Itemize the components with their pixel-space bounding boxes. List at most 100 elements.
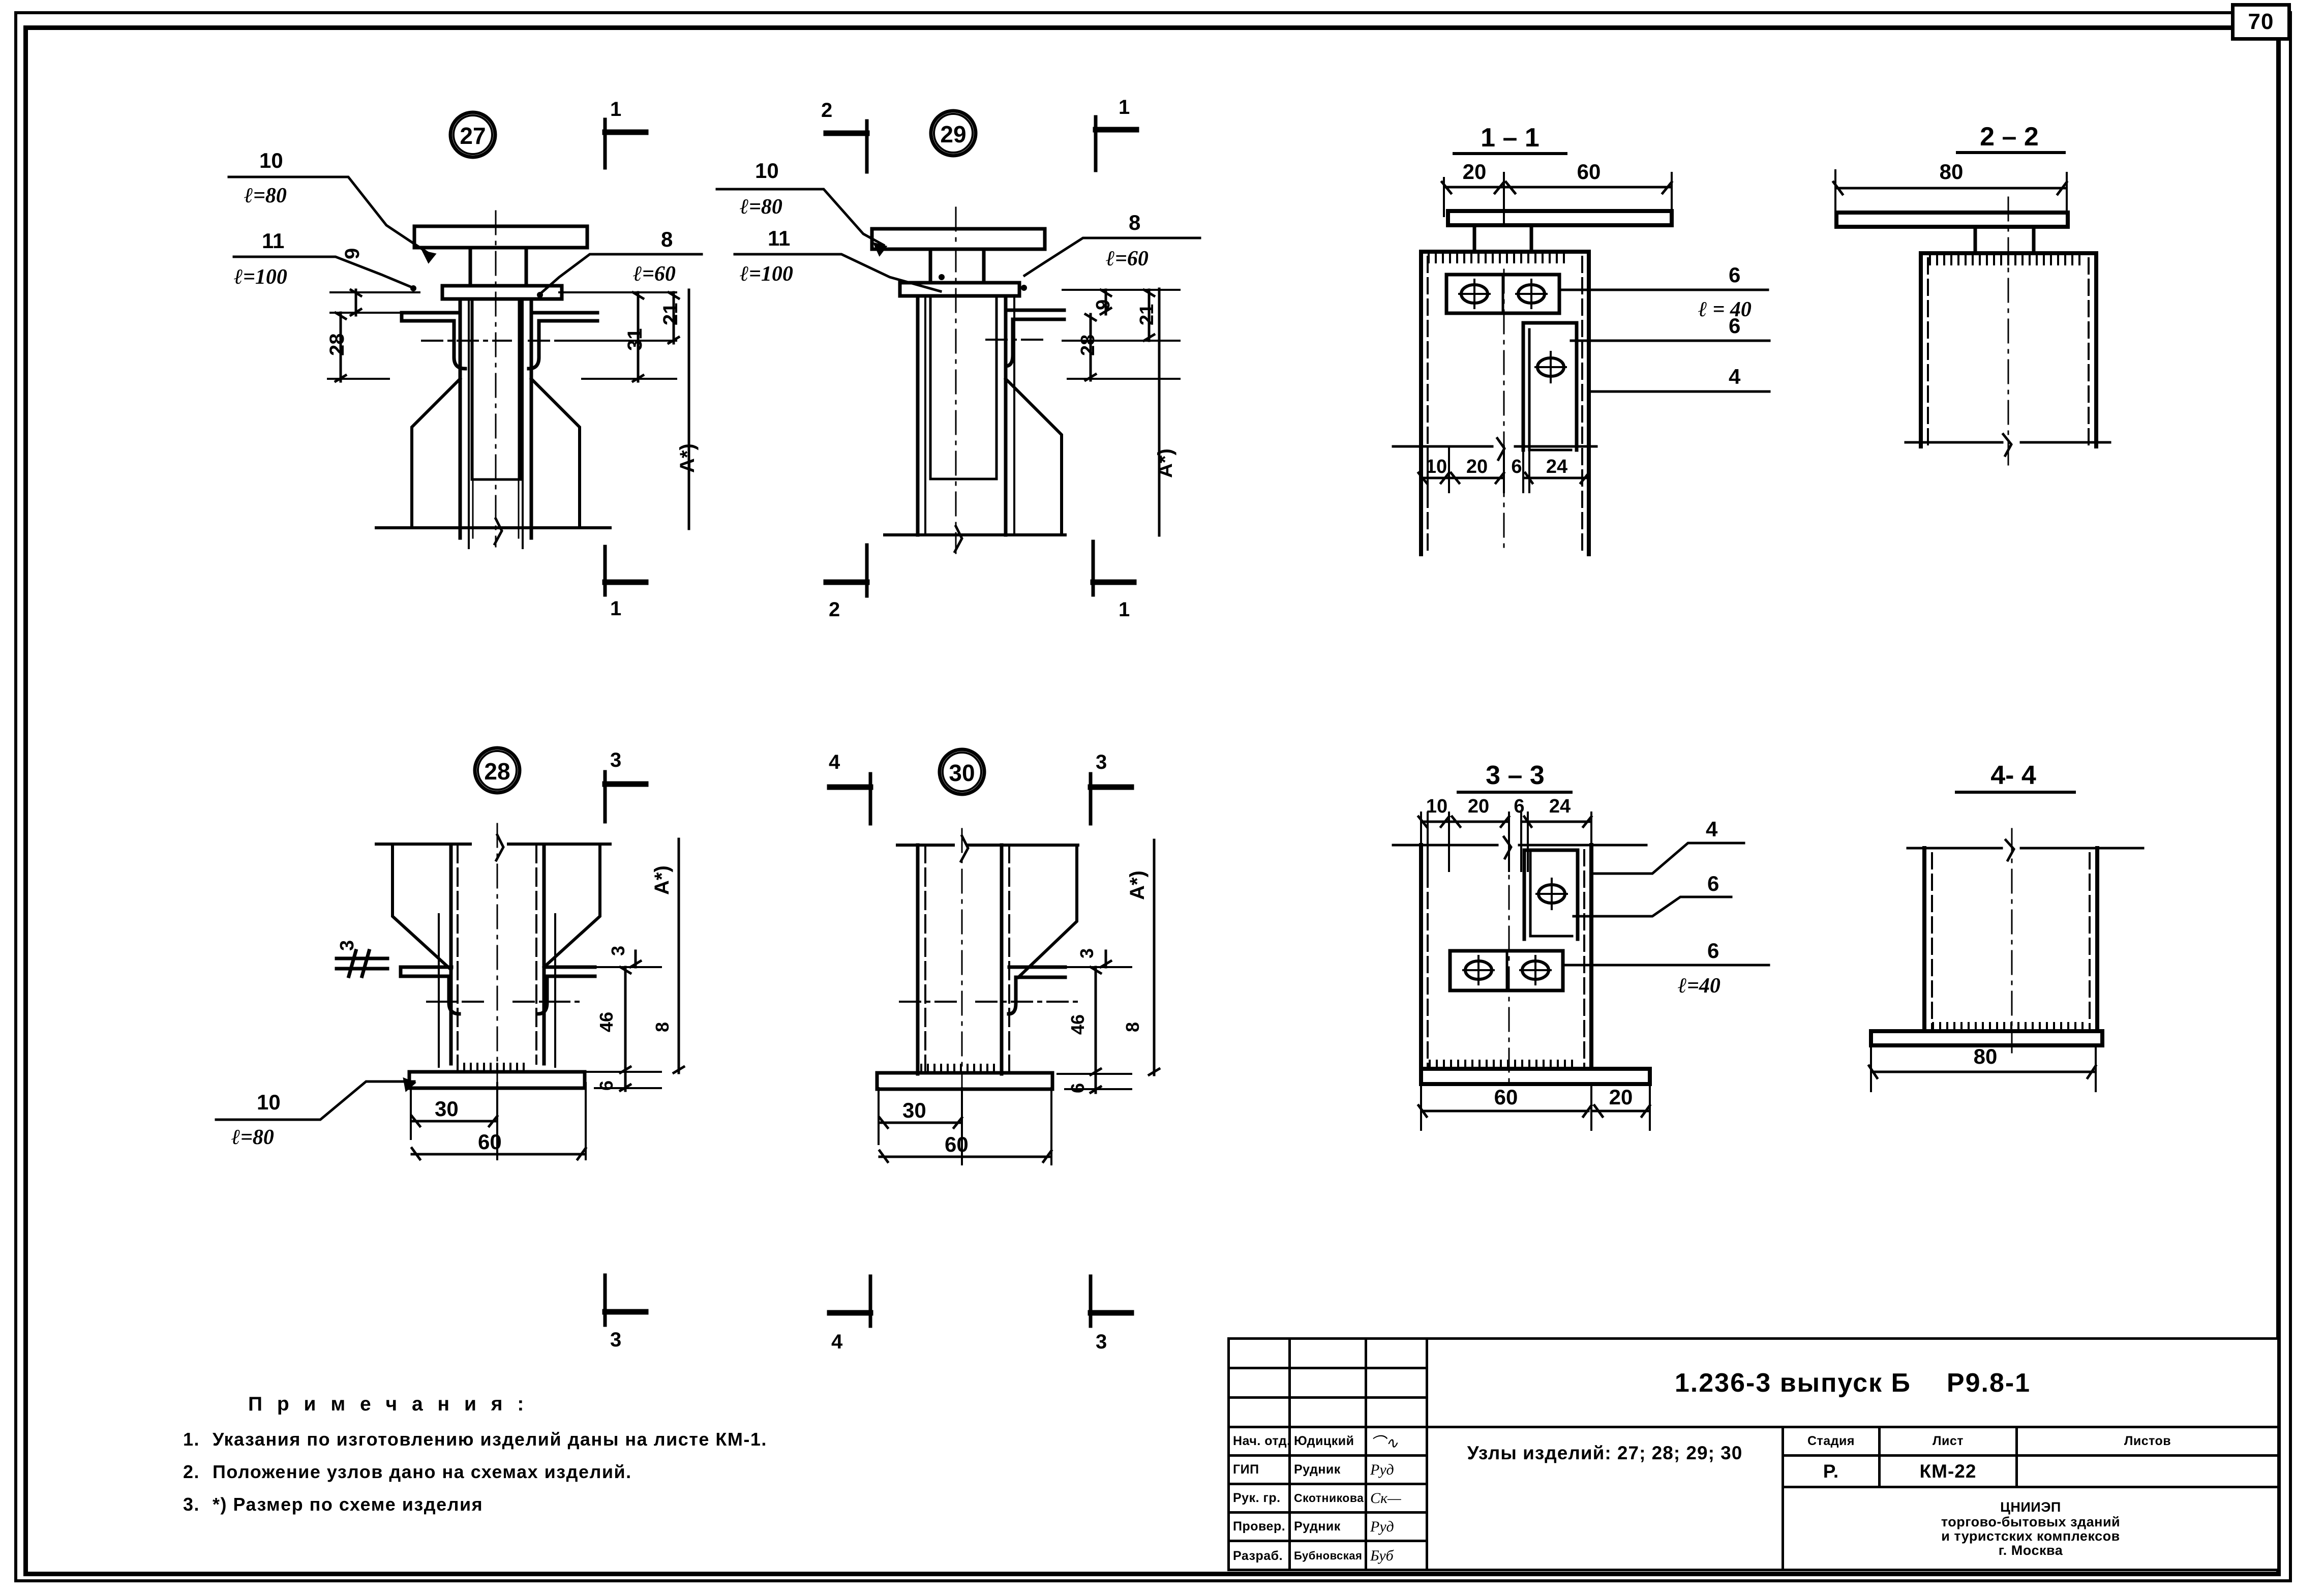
detail-node-29: 29 2 1 2 1 10 ℓ=80 11 ℓ=100 8 ℓ=60 9 28 … — [712, 96, 1230, 737]
detail-29-dim-9: 9 — [1093, 299, 1114, 310]
revision-cell — [1367, 1369, 1428, 1399]
detail-29-leader-len-11: ℓ=100 — [740, 262, 793, 286]
detail-28-tag: 28 — [484, 758, 510, 785]
name-cell: Рудник — [1291, 1514, 1367, 1542]
section-3-3-leader-part-4: 4 — [1706, 817, 1718, 841]
section-2-2-dim-80: 80 — [1940, 160, 1964, 184]
detail-28-dim-A: A*) — [651, 865, 673, 895]
detail-29-section-mark-top-right: 1 — [1119, 96, 1130, 118]
detail-node-28: 28 3 3 10 ℓ=80 3 3 46 6 8 A*) 30 60 — [203, 727, 722, 1388]
inner-border — [23, 25, 2281, 1576]
drawing-code: 1.236-3 выпуск Б — [1674, 1368, 1911, 1398]
section-3-3-title: 3 – 3 — [1486, 761, 1545, 790]
detail-27-leader-len-10: ℓ=80 — [244, 184, 287, 207]
section-3-3-dim-60: 60 — [1494, 1085, 1518, 1109]
detail-29-dim-A: A*) — [1154, 448, 1176, 478]
name-cell: Юдицкий — [1291, 1428, 1367, 1457]
organization-short: ЦНИИЭП — [2000, 1499, 2061, 1515]
detail-27-leader-len-8: ℓ=60 — [633, 262, 676, 286]
sheets-value-cell — [2018, 1457, 2277, 1488]
detail-30-width-full: 60 — [945, 1132, 969, 1156]
section-4-4: 4- 4 80 — [1790, 753, 2196, 1312]
section-3-3-leader-len-6b: ℓ=40 — [1678, 974, 1721, 998]
section-3-3-dim-20b: 20 — [1609, 1085, 1633, 1109]
section-1-1-dim-b-20: 20 — [1466, 456, 1488, 477]
sheet-value: КМ-22 — [1919, 1460, 1977, 1482]
section-4-4-title: 4- 4 — [1990, 761, 2036, 790]
organization-city: г. Москва — [1998, 1543, 2063, 1558]
note-item: 3. *) Размер по схеме изделия — [183, 1494, 1047, 1515]
section-3-3-leader-part-6b: 6 — [1707, 939, 1719, 963]
section-2-2-title: 2 – 2 — [1980, 122, 2039, 152]
detail-28-leader-len-10: ℓ=80 — [231, 1126, 274, 1149]
role-label: ГИП — [1233, 1462, 1259, 1477]
revision-cell — [1230, 1399, 1291, 1428]
signature-cell: Буб — [1367, 1542, 1428, 1570]
role-label: Провер. — [1233, 1519, 1286, 1534]
section-1-1-leader-len-6a: ℓ = 40 — [1698, 298, 1752, 321]
role-cell: Рук. гр. — [1230, 1485, 1291, 1514]
detail-28-section-mark-bottom: 3 — [610, 1329, 621, 1351]
page-number: 70 — [2248, 9, 2274, 34]
section-1-1-title: 1 – 1 — [1481, 123, 1540, 153]
detail-30-section-mark-bottom-left: 4 — [831, 1331, 843, 1353]
note-text: *) Размер по схеме изделия — [213, 1494, 484, 1515]
detail-29-leader-len-10: ℓ=80 — [740, 195, 782, 219]
stage-value: Р. — [1823, 1460, 1839, 1482]
person-name: Юдицкий — [1294, 1434, 1354, 1448]
detail-27-section-mark-top: 1 — [610, 98, 621, 121]
note-item: 2. Положение узлов дано на схемах издели… — [183, 1461, 1047, 1483]
detail-27-dim-9: 9 — [341, 248, 364, 259]
detail-27-dim-21: 21 — [659, 303, 682, 326]
detail-30-dim-mid: 46 — [1067, 1014, 1088, 1035]
note-number: 3. — [183, 1494, 200, 1515]
role-cell: Нач. отд. — [1230, 1428, 1291, 1457]
revision-cell — [1367, 1340, 1428, 1369]
signature: Ск— — [1370, 1489, 1401, 1507]
sheets-header: Листов — [2124, 1434, 2171, 1448]
revision-cell — [1367, 1399, 1428, 1428]
section-3-3: 3 – 3 10 20 6 24 60 20 4 6 6 ℓ=40 — [1392, 753, 1800, 1312]
detail-node-27: 27 1 1 10 ℓ=80 11 ℓ=100 8 ℓ=60 9 28 31 2… — [203, 98, 722, 737]
section-1-1-dim-20: 20 — [1463, 160, 1487, 184]
section-3-3-dim-6: 6 — [1514, 796, 1524, 817]
name-cell: Скотникова — [1291, 1485, 1367, 1514]
signature-cell: Руд — [1367, 1514, 1428, 1542]
section-3-3-dim-20: 20 — [1468, 796, 1489, 817]
section-1-1-leader-part-4: 4 — [1729, 365, 1741, 388]
detail-27-section-mark-bottom: 1 — [610, 597, 621, 620]
organization-line1: торгово-бытовых зданий — [1941, 1514, 2121, 1529]
notes-block: П р и м е ч а н и я : 1. Указания по изг… — [183, 1393, 1047, 1526]
outer-border — [14, 11, 2292, 1582]
detail-27-leader-part-8: 8 — [661, 227, 673, 251]
note-item: 1. Указания по изготовлению изделий даны… — [183, 1429, 1047, 1450]
person-name: Бубновская — [1294, 1549, 1363, 1562]
detail-29-section-mark-bottom-right: 1 — [1119, 598, 1130, 621]
name-cell: Бубновская — [1291, 1542, 1367, 1570]
signature: Руд — [1370, 1461, 1394, 1478]
sheet-header: Лист — [1932, 1434, 1964, 1448]
section-2-2: 2 – 2 80 — [1790, 117, 2196, 758]
sheet-header-cell: Лист — [1881, 1428, 2018, 1457]
stage-header: Стадия — [1807, 1434, 1855, 1448]
organization-line2: и туристских комплексов — [1941, 1528, 2120, 1544]
section-3-3-leader-part-6a: 6 — [1707, 872, 1719, 895]
section-1-1-dim-b-24: 24 — [1546, 456, 1567, 477]
detail-27-dim-31: 31 — [624, 328, 646, 351]
name-cell: Рудник — [1291, 1457, 1367, 1485]
detail-30-tag: 30 — [949, 760, 975, 786]
sheets-header-cell: Листов — [2018, 1428, 2277, 1457]
title-block: 1.236-3 выпуск Б Р9.8-1 Нач. отд. Юдицки… — [1227, 1337, 2280, 1571]
detail-28-dim-total: 8 — [652, 1022, 673, 1032]
detail-28-weld-note: 3 — [337, 940, 358, 951]
signature: Руд — [1370, 1518, 1394, 1535]
detail-27-leader-part-11: 11 — [262, 229, 284, 253]
detail-30-dim-bottom: 6 — [1067, 1083, 1088, 1093]
detail-28-dim-mid: 46 — [596, 1012, 617, 1032]
subject: Узлы изделий: 27; 28; 29; 30 — [1467, 1443, 1743, 1463]
revision-cell — [1291, 1340, 1367, 1369]
section-1-1-leader-part-6b: 6 — [1729, 314, 1740, 338]
section-1-1-dim-60: 60 — [1577, 160, 1601, 184]
detail-28-section-mark-top: 3 — [610, 749, 621, 771]
